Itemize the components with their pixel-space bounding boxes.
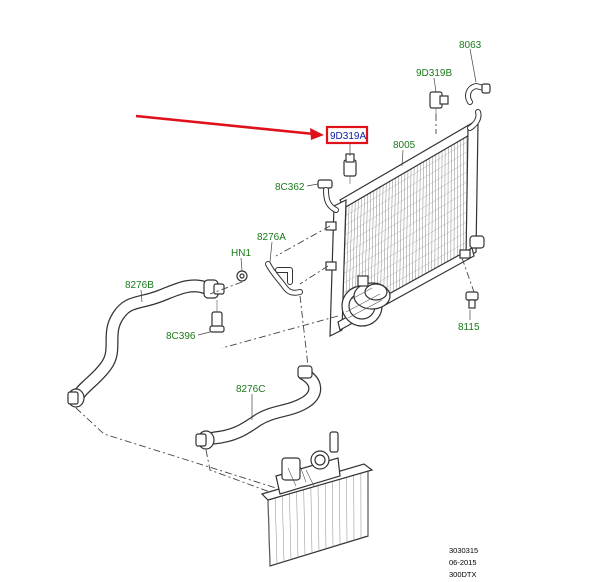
callout-hn1[interactable]: HN1 xyxy=(231,248,251,259)
highlight-callout-9d319a[interactable]: 9D319A xyxy=(325,125,369,145)
fan-motor-connector xyxy=(357,275,369,287)
callout-8276c[interactable]: 8276C xyxy=(236,384,265,395)
arrow-head-icon xyxy=(310,128,324,140)
connector-8c396 xyxy=(209,300,225,333)
radiator-assembly xyxy=(325,109,485,337)
stamp-line-1: 3030315 xyxy=(449,546,478,555)
cooler-fins xyxy=(267,470,369,567)
leader-lines xyxy=(140,48,477,420)
callout-9d319b[interactable]: 9D319B xyxy=(416,68,452,79)
clamp-hn1 xyxy=(236,270,248,282)
hose-8276a xyxy=(265,261,303,296)
callout-8276a[interactable]: 8276A xyxy=(257,232,286,243)
fan-motor-assembly xyxy=(341,275,391,327)
callout-8063[interactable]: 8063 xyxy=(459,40,482,51)
highlight-box xyxy=(325,125,369,145)
connector-8c362 xyxy=(317,179,339,213)
radiator-fins xyxy=(341,130,471,323)
temp-sensor-9d319a xyxy=(343,153,357,184)
temp-sensor-9d319b xyxy=(429,91,449,116)
callout-8005[interactable]: 8005 xyxy=(393,140,416,151)
charge-air-cooler xyxy=(260,431,374,567)
callout-8115[interactable]: 8115 xyxy=(458,322,480,333)
lower-outlet-right xyxy=(469,235,485,249)
coolant-hose-8063 xyxy=(465,83,491,105)
callout-8276b[interactable]: 8276B xyxy=(125,280,154,291)
mount-pin-right-lower xyxy=(459,249,471,259)
callout-8c396[interactable]: 8C396 xyxy=(166,331,196,342)
routing-lines xyxy=(75,114,475,493)
callout-8c362[interactable]: 8C362 xyxy=(275,182,305,193)
callout-9d319a[interactable]: 9D319A xyxy=(330,131,366,142)
hose-8276c xyxy=(195,365,322,450)
stamp-line-3: 300DTX xyxy=(449,570,477,579)
callout-labels: 8063 9D319B 8005 8C362 HN1 8276A 8276B 8… xyxy=(125,40,482,395)
stamp-line-2: 06-2015 xyxy=(449,558,477,567)
red-pointer-arrow xyxy=(135,114,324,140)
hose-8276b xyxy=(67,279,225,408)
drawing-stamp: 3030315 06-2015 300DTX xyxy=(449,546,478,579)
mount-pin-left-upper xyxy=(325,221,337,231)
mount-pin-left-lower xyxy=(325,261,337,271)
drain-plug-8115 xyxy=(465,291,479,309)
